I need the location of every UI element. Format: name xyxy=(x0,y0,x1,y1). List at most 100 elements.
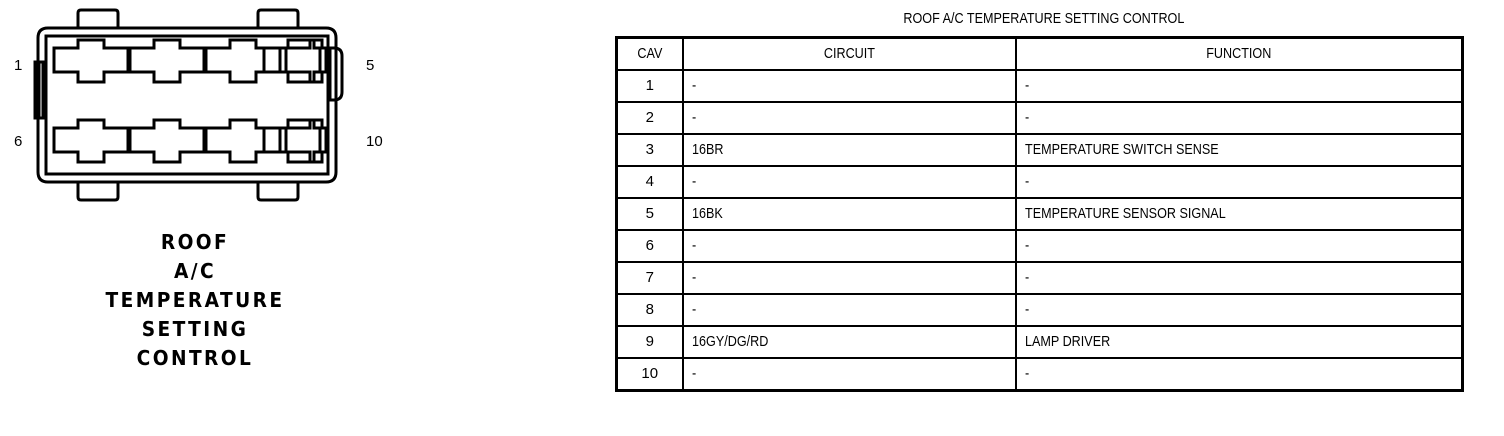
cell-function: TEMPERATURE SENSOR SIGNAL xyxy=(1014,197,1464,231)
pinout-table-title: ROOF A/C TEMPERATURE SETTING CONTROL xyxy=(903,10,1185,27)
column-header-function: FUNCTION xyxy=(1014,36,1464,71)
connector-panel: 1 6 5 10 ROOF A/C TEMPERATURE SETTING CO… xyxy=(0,0,420,436)
table-row: 5 16BK TEMPERATURE SENSOR SIGNAL xyxy=(615,197,1464,231)
cell-cav-text: 7 xyxy=(645,269,654,286)
table-row: 7 - - xyxy=(615,261,1464,295)
cell-function: - xyxy=(1014,357,1464,392)
column-header-function-label: FUNCTION xyxy=(1206,45,1272,62)
cell-function-text: - xyxy=(1024,269,1029,286)
table-row: 10 - - xyxy=(615,357,1464,392)
cell-cav: 4 xyxy=(615,165,684,199)
column-header-circuit-label: CIRCUIT xyxy=(823,45,875,62)
column-header-cav: CAV xyxy=(615,36,684,71)
table-row: 6 - - xyxy=(615,229,1464,263)
cell-cav-text: 6 xyxy=(645,237,654,254)
cell-cav-text: 3 xyxy=(645,141,654,158)
table-row: 8 - - xyxy=(615,293,1464,327)
cell-function-text: LAMP DRIVER xyxy=(1024,333,1110,350)
cell-circuit-text: - xyxy=(691,109,696,126)
cell-circuit: 16BK xyxy=(681,197,1017,231)
cell-function: - xyxy=(1014,101,1464,135)
connector-body-inner xyxy=(44,34,330,176)
cell-circuit: - xyxy=(681,261,1017,295)
cell-function-text: - xyxy=(1024,77,1029,94)
cell-cav: 2 xyxy=(615,101,684,135)
cell-cav: 9 xyxy=(615,325,684,359)
cell-cav: 5 xyxy=(615,197,684,231)
right-latch xyxy=(328,46,344,102)
cell-circuit: 16GY/DG/RD xyxy=(681,325,1017,359)
cell-function-text: - xyxy=(1024,109,1029,126)
connector-body-shell xyxy=(36,26,338,184)
cell-function-text: - xyxy=(1024,301,1029,318)
cell-circuit-text: - xyxy=(691,269,696,286)
cell-cav: 3 xyxy=(615,133,684,167)
table-row: 2 - - xyxy=(615,101,1464,135)
cell-function-text: - xyxy=(1024,365,1029,382)
cell-function: LAMP DRIVER xyxy=(1014,325,1464,359)
cavity-4 xyxy=(262,38,322,84)
cell-function-text: - xyxy=(1024,237,1029,254)
cell-circuit-text: 16BR xyxy=(691,141,724,158)
cavity-9 xyxy=(262,118,322,164)
cell-cav-text: 4 xyxy=(645,173,654,190)
table-header-row: CAV CIRCUIT FUNCTION xyxy=(615,36,1464,71)
pinout-table-panel: ROOF A/C TEMPERATURE SETTING CONTROL CAV… xyxy=(615,10,1464,392)
connector-caption: ROOF A/C TEMPERATURE SETTING CONTROL xyxy=(0,228,390,373)
connector-outline-svg xyxy=(33,8,344,202)
cell-circuit: - xyxy=(681,101,1017,135)
cell-function-text: - xyxy=(1024,173,1029,190)
cell-circuit-text: - xyxy=(691,301,696,318)
connector-caption-line-2: A/C xyxy=(173,259,217,283)
cell-circuit-text: - xyxy=(691,77,696,94)
cell-cav-text: 2 xyxy=(645,109,654,126)
table-row: 9 16GY/DG/RD LAMP DRIVER xyxy=(615,325,1464,359)
cell-circuit: 16BR xyxy=(681,133,1017,167)
cell-cav-text: 5 xyxy=(645,205,654,222)
connector-caption-line-3: TEMPERATURE xyxy=(105,288,285,312)
connector-caption-line-5: CONTROL xyxy=(136,346,254,370)
cell-cav-text: 10 xyxy=(641,365,659,382)
cavity-2 xyxy=(128,38,206,84)
cell-function: - xyxy=(1014,229,1464,263)
cell-circuit: - xyxy=(681,69,1017,103)
cavity-7 xyxy=(128,118,206,164)
cavity-10 xyxy=(284,118,328,164)
cell-function: - xyxy=(1014,165,1464,199)
top-right-tab xyxy=(256,8,300,30)
cell-cav: 8 xyxy=(615,293,684,327)
cell-cav-text: 8 xyxy=(645,301,654,318)
column-header-circuit: CIRCUIT xyxy=(681,36,1017,71)
top-left-tab xyxy=(76,8,120,30)
cell-circuit: - xyxy=(681,165,1017,199)
cell-circuit: - xyxy=(681,229,1017,263)
cavity-3 xyxy=(204,38,282,84)
cell-circuit-text: 16BK xyxy=(691,205,723,222)
bottom-left-tab xyxy=(76,180,120,202)
pin-number-top-right: 5 xyxy=(366,57,375,74)
cell-circuit-text: - xyxy=(691,173,696,190)
cell-circuit: - xyxy=(681,293,1017,327)
table-row: 4 - - xyxy=(615,165,1464,199)
cell-cav: 6 xyxy=(615,229,684,263)
pin-number-top-left: 1 xyxy=(14,57,23,74)
cavity-8 xyxy=(204,118,282,164)
connector-diagram: 1 6 5 10 xyxy=(0,0,420,210)
pinout-table-head: CAV CIRCUIT FUNCTION xyxy=(615,36,1464,71)
cell-circuit-text: - xyxy=(691,237,696,254)
pin-number-bottom-right: 10 xyxy=(366,133,383,150)
cell-function-text: TEMPERATURE SWITCH SENSE xyxy=(1024,141,1219,158)
cavity-6 xyxy=(52,118,130,164)
cell-function: - xyxy=(1014,69,1464,103)
bottom-right-tab xyxy=(256,180,300,202)
column-header-cav-label: CAV xyxy=(637,45,663,62)
cell-cav: 1 xyxy=(615,69,684,103)
cavity-1 xyxy=(52,38,130,84)
cell-function: - xyxy=(1014,293,1464,327)
cell-circuit-text: - xyxy=(691,365,696,382)
table-row: 1-- xyxy=(615,69,1464,103)
cavity-5 xyxy=(284,38,328,84)
cell-circuit-text: 16GY/DG/RD xyxy=(691,333,768,350)
